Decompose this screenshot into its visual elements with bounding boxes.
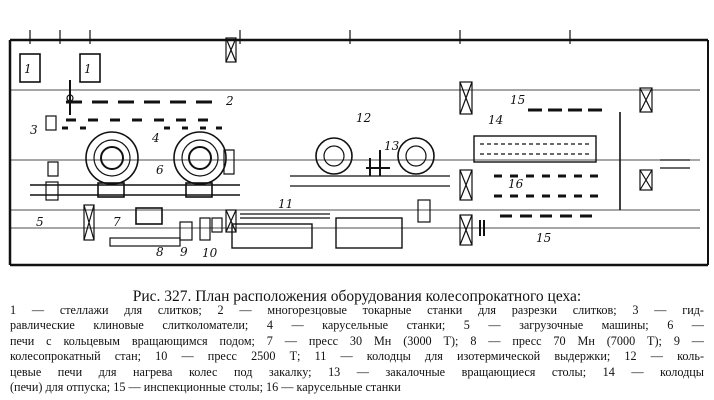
inspection-tables (500, 108, 602, 218)
legend-line: (печи) для отпуска; 15 — инспекционные с… (10, 380, 401, 395)
presses (109, 207, 223, 247)
figure-caption: Рис. 327. План расположения оборудования… (132, 288, 582, 305)
quench-tables (366, 150, 390, 176)
column-markers (83, 37, 653, 246)
label-6: 6 (156, 163, 164, 177)
label-2: 2 (225, 94, 234, 108)
shop-floor-plan: 1 1 2 3 4 5 6 7 8 9 10 11 12 13 14 15 15… (8, 30, 709, 267)
legend-line: цевые печи для нагрева колес под закалку… (10, 364, 704, 379)
legend-line: печи с кольцевым вращающимся подом; 7 — … (10, 333, 704, 348)
label-3: 3 (30, 123, 38, 137)
label-14: 14 (488, 113, 503, 127)
legend-line: равлические клиновые слитколоматели; 4 —… (10, 318, 704, 333)
ingot-breaker (45, 80, 74, 131)
label-12: 12 (356, 111, 371, 125)
label-16: 16 (508, 177, 524, 191)
label-9: 9 (180, 245, 188, 259)
label-1b: 1 (84, 62, 92, 76)
label-4: 4 (151, 131, 160, 145)
lathe-rows (62, 100, 222, 130)
label-1a: 1 (24, 62, 32, 76)
label-7: 7 (113, 215, 121, 229)
ingot-racks (19, 53, 101, 83)
figure-legend: 1 — стеллажи для слитков; 2 — многорезцо… (10, 303, 704, 395)
legend-line: 1 — стеллажи для слитков; 2 — многорезцо… (10, 303, 704, 317)
carousel-machines (494, 174, 598, 198)
tempering-pits (473, 135, 597, 163)
label-8: 8 (156, 245, 164, 259)
label-10: 10 (202, 246, 218, 260)
rotary-furnaces (30, 131, 240, 201)
label-13: 13 (384, 139, 400, 153)
building-walls (8, 30, 709, 267)
right-equipment (417, 112, 690, 236)
plan-labels: 1 1 2 3 4 5 6 7 8 9 10 11 12 13 14 15 15… (24, 62, 551, 260)
isothermal-pits (231, 213, 403, 249)
label-15a: 15 (510, 93, 525, 107)
label-11: 11 (278, 197, 293, 211)
legend-line: колесопрокатный стан; 10 — пресс 2500 Т;… (10, 349, 704, 364)
label-5: 5 (36, 215, 44, 229)
label-15b: 15 (536, 231, 551, 245)
